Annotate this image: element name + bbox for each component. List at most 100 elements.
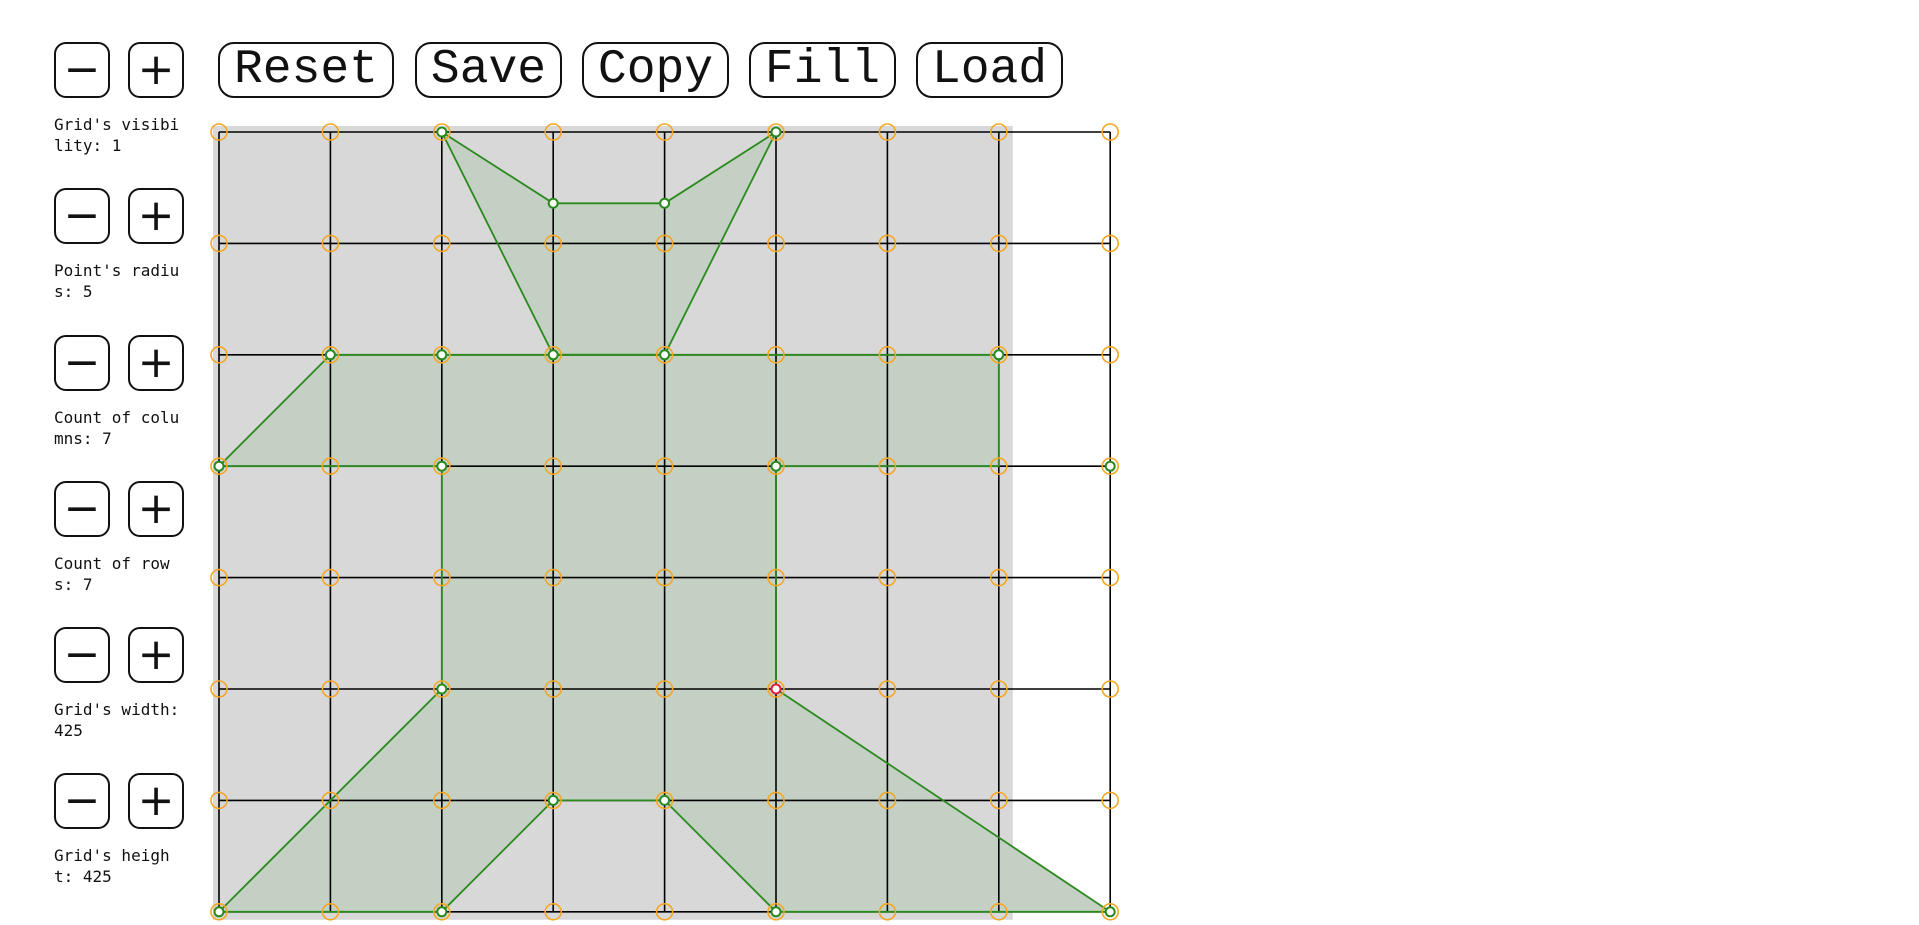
- grid-point[interactable]: [544, 568, 563, 587]
- vertex-point[interactable]: [993, 349, 1005, 361]
- vertex-point[interactable]: [1104, 906, 1116, 918]
- vertex-point[interactable]: [213, 906, 225, 918]
- grid-point[interactable]: [210, 234, 228, 253]
- vertex-point[interactable]: [770, 126, 782, 138]
- grid-point[interactable]: [1101, 345, 1119, 364]
- grid-point[interactable]: [1101, 457, 1119, 476]
- vertex-point[interactable]: [436, 460, 448, 472]
- grid-point[interactable]: [989, 457, 1008, 476]
- grid-point[interactable]: [321, 902, 340, 921]
- grid-point[interactable]: [1101, 568, 1119, 587]
- grid-point[interactable]: [655, 568, 674, 587]
- vertex-point[interactable]: [770, 460, 782, 472]
- grid-point[interactable]: [321, 123, 340, 141]
- point-radius-increase-button[interactable]: +: [128, 188, 184, 244]
- grid-point[interactable]: [544, 791, 563, 810]
- grid-point[interactable]: [767, 123, 785, 141]
- save-button[interactable]: Save: [415, 42, 562, 98]
- vertex-point[interactable]: [436, 349, 448, 361]
- grid-point[interactable]: [767, 902, 785, 921]
- grid-point[interactable]: [432, 902, 451, 921]
- grid-point[interactable]: [432, 234, 451, 253]
- column-count-decrease-button[interactable]: −: [54, 335, 110, 391]
- grid-point[interactable]: [655, 457, 674, 476]
- grid-point[interactable]: [321, 345, 340, 364]
- vertex-point[interactable]: [770, 906, 782, 918]
- point-radius-decrease-button[interactable]: −: [54, 188, 110, 244]
- column-count-increase-button[interactable]: +: [128, 335, 184, 391]
- vertex-point[interactable]: [547, 349, 559, 361]
- grid-point[interactable]: [1101, 234, 1119, 253]
- grid-point[interactable]: [1101, 902, 1119, 921]
- vertex-point[interactable]: [659, 794, 671, 806]
- grid-point[interactable]: [432, 457, 451, 476]
- grid-point[interactable]: [989, 791, 1008, 810]
- grid-height-increase-button[interactable]: +: [128, 773, 184, 829]
- grid-point[interactable]: [210, 680, 228, 698]
- grid-point[interactable]: [1101, 680, 1119, 698]
- grid-point[interactable]: [655, 791, 674, 810]
- load-button[interactable]: Load: [916, 42, 1063, 98]
- grid-point[interactable]: [321, 791, 340, 810]
- grid-point[interactable]: [210, 123, 228, 141]
- row-count-increase-button[interactable]: +: [128, 481, 184, 537]
- grid-point[interactable]: [878, 234, 897, 253]
- grid-width-decrease-button[interactable]: −: [54, 627, 110, 683]
- grid-point[interactable]: [210, 568, 228, 587]
- grid-point[interactable]: [210, 902, 228, 921]
- grid-point[interactable]: [989, 234, 1008, 253]
- grid-point[interactable]: [1101, 123, 1119, 141]
- grid-point[interactable]: [989, 902, 1008, 921]
- row-count-decrease-button[interactable]: −: [54, 481, 110, 537]
- grid-point[interactable]: [989, 680, 1008, 698]
- reset-button[interactable]: Reset: [218, 42, 394, 98]
- vertex-point[interactable]: [324, 349, 336, 361]
- grid-visibility-increase-button[interactable]: +: [128, 42, 184, 98]
- vertex-point[interactable]: [659, 349, 671, 361]
- vertex-point[interactable]: [547, 197, 559, 209]
- grid-point[interactable]: [655, 680, 674, 698]
- grid-visibility-decrease-button[interactable]: −: [54, 42, 110, 98]
- vertex-point[interactable]: [547, 794, 559, 806]
- grid-point[interactable]: [321, 457, 340, 476]
- grid-point[interactable]: [878, 791, 897, 810]
- grid-point[interactable]: [767, 345, 785, 364]
- grid-point[interactable]: [432, 680, 451, 698]
- grid-point[interactable]: [989, 123, 1008, 141]
- fill-button[interactable]: Fill: [749, 42, 896, 98]
- grid-point[interactable]: [767, 568, 785, 587]
- grid-width-increase-button[interactable]: +: [128, 627, 184, 683]
- vertex-point[interactable]: [436, 906, 448, 918]
- grid-point[interactable]: [878, 345, 897, 364]
- grid-point[interactable]: [767, 680, 785, 698]
- grid-point[interactable]: [878, 457, 897, 476]
- vertex-point[interactable]: [436, 683, 448, 695]
- vertex-point[interactable]: [213, 460, 225, 472]
- grid-point[interactable]: [432, 345, 451, 364]
- grid-point[interactable]: [878, 902, 897, 921]
- grid-point[interactable]: [878, 680, 897, 698]
- grid-point[interactable]: [1101, 791, 1119, 810]
- grid-point[interactable]: [210, 791, 228, 810]
- copy-button[interactable]: Copy: [582, 42, 729, 98]
- grid-point[interactable]: [878, 568, 897, 587]
- grid-point[interactable]: [544, 345, 563, 364]
- grid-point[interactable]: [432, 123, 451, 141]
- grid-point[interactable]: [767, 457, 785, 476]
- grid-point[interactable]: [767, 791, 785, 810]
- grid-point[interactable]: [655, 234, 674, 253]
- grid-point[interactable]: [989, 345, 1008, 364]
- grid-point[interactable]: [989, 568, 1008, 587]
- vertex-point[interactable]: [1104, 460, 1116, 472]
- grid-point[interactable]: [210, 457, 228, 476]
- grid-point[interactable]: [544, 680, 563, 698]
- grid-point[interactable]: [544, 457, 563, 476]
- grid-point[interactable]: [544, 234, 563, 253]
- grid-point[interactable]: [878, 123, 897, 141]
- selected-vertex-point[interactable]: [770, 683, 782, 695]
- grid-height-decrease-button[interactable]: −: [54, 773, 110, 829]
- grid-point[interactable]: [655, 123, 674, 141]
- vertex-point[interactable]: [436, 126, 448, 138]
- grid-point[interactable]: [432, 791, 451, 810]
- grid-point[interactable]: [655, 345, 674, 364]
